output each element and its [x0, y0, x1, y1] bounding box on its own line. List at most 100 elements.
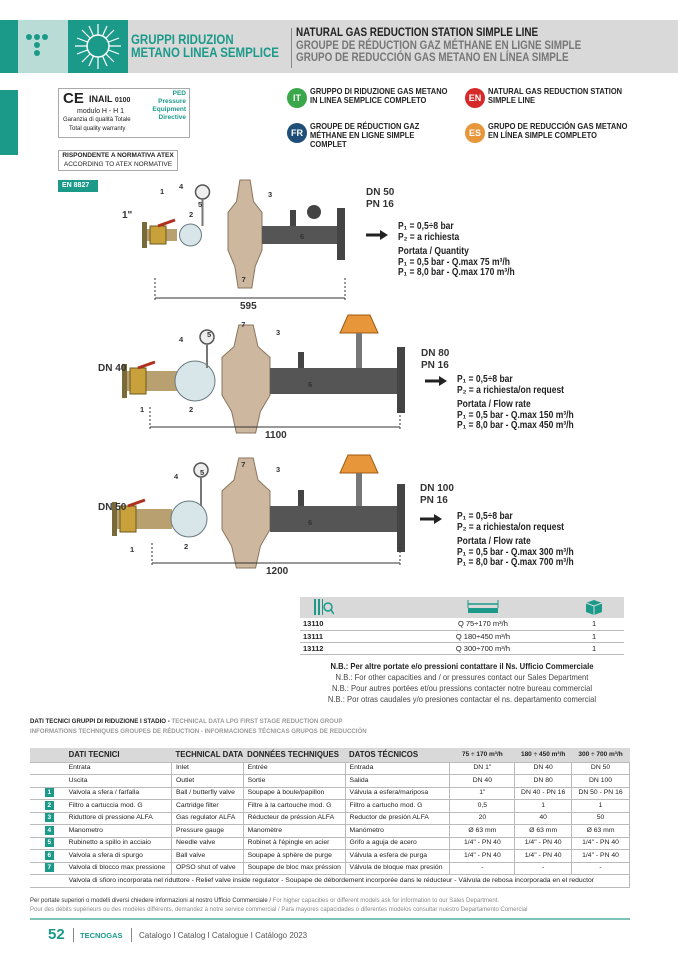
inlet-flange	[122, 364, 127, 398]
lang-line: EN LÍNEA SIMPLE COMPLETO	[488, 130, 597, 140]
tech-cell: Ø 63 mm	[514, 824, 573, 838]
tech-cell: Ø 63 mm	[571, 824, 630, 838]
footer-note-fr-es: Pour des débits supérieurs ou des modèle…	[30, 907, 528, 913]
tech-cell: OPSO shut of valve	[171, 861, 244, 875]
tech-cell: 50	[571, 811, 630, 825]
item-number: 1	[30, 786, 65, 800]
tech-cell: DN 80	[514, 774, 573, 788]
lang-line: SIMPLE LINE	[488, 95, 535, 105]
garanzia: Garanzia di qualità Totale	[63, 117, 131, 123]
callout-number: 6	[308, 380, 313, 389]
spec-line: P₁ = 8,0 bar - Q.max 450 m³/h	[457, 420, 574, 431]
outlet-flange	[397, 484, 405, 552]
tech-cell: DN 50	[571, 761, 630, 775]
tech-cell: 1	[514, 799, 573, 813]
spec-line: P₁ = 8,0 bar - Q.max 170 m³/h	[398, 267, 515, 278]
tech-cell: Entrata	[64, 761, 173, 775]
item-number-badge: 3	[44, 813, 54, 823]
item-number: 3	[30, 811, 65, 825]
code-cell: 13110	[300, 618, 402, 631]
outlet-dn: DN 80	[421, 348, 450, 359]
tech-cell: 1/4" - PN 40	[514, 836, 573, 850]
en-standard-badge: EN 8827	[58, 180, 98, 192]
footer-note-it: Per portate superiori o modelli diversi …	[30, 898, 273, 904]
pressure-regulator-icon	[221, 457, 271, 569]
capacity-cell: Q 180÷450 m³/h	[401, 630, 565, 643]
item-number-badge: 1	[44, 788, 54, 798]
opso-valve-icon	[339, 454, 379, 474]
page-header: GRUPPI RIDUZION METANO LINEA SEMPLICE NA…	[0, 20, 678, 73]
spec-line: P₁ = 0,5 bar - Q.max 150 m³/h	[457, 409, 574, 421]
divider	[73, 928, 74, 942]
spec-line: P₂ = a richiesta/on request	[457, 384, 565, 396]
lang-line: IN LINEA SEMPLICE COMPLETO	[310, 95, 427, 105]
tech-cell: Filtro a cartucho mod. G	[345, 799, 451, 813]
footer-note-line: Per portate superiori o modelli diversi …	[30, 897, 527, 906]
callout-number: 6	[300, 232, 305, 241]
note-it: N.B.: Per altre portate e/o pressioni co…	[330, 661, 594, 671]
brand-name: TECNOGAS	[80, 931, 123, 940]
modulo: modulo H - H 1	[77, 108, 125, 115]
item-number	[30, 761, 65, 775]
lang-line: GRUPPO DI RIDUZIONE GAS METANO	[310, 86, 448, 96]
inlet-size: DN 40	[98, 363, 127, 374]
outlet-pn: PN 16	[420, 495, 448, 506]
tech-cell: Soupape à sphère de purge	[243, 849, 346, 863]
callout-number: 7	[241, 275, 246, 284]
tech-cell: Ball / butterfly valve	[171, 786, 244, 800]
tech-cell: 1	[571, 799, 630, 813]
tech-cell: Valvola a sfera / farfalla	[64, 786, 173, 800]
filter-icon	[170, 500, 208, 538]
natural-gas-flame-icon	[68, 20, 128, 73]
divider	[291, 28, 292, 68]
callout-number: 4	[179, 335, 184, 344]
tech-cell: DN 50 - PN 16	[571, 786, 630, 800]
column-header: 180 ÷ 450 m³/h	[514, 748, 572, 762]
outlet-pipe	[270, 506, 397, 532]
column-header: DONNÉES TECHNIQUES	[243, 748, 346, 762]
column-header: DATI TECNICI	[64, 748, 172, 762]
inlet-flange	[142, 222, 147, 248]
item-number: 6	[30, 849, 65, 863]
tech-cell: Robinet à l'épingle en acier	[243, 836, 346, 850]
item-number-badge: 5	[44, 838, 54, 848]
lang-line: NATURAL GAS REDUCTION STATION	[488, 86, 623, 96]
tech-row-relief: Valvola di sfioro incorporata nel ridutt…	[30, 874, 630, 888]
callout-number: 6	[308, 518, 313, 527]
en-flag-icon: EN	[465, 88, 485, 108]
page-number: 52	[48, 926, 65, 943]
inail-label: INAIL 0100	[89, 95, 130, 105]
code-cell: 13111	[300, 630, 402, 643]
tech-cell: Válvula a esfera de purga	[345, 849, 451, 863]
divider	[131, 928, 132, 942]
note-en: N.B.: For other capacities and / or pres…	[335, 672, 589, 682]
ped-line: PED	[172, 90, 186, 97]
opso-valve-icon	[307, 205, 321, 219]
warranty: Total quality warranty	[69, 126, 126, 132]
callout-number: 7	[241, 320, 246, 329]
callout-number: 4	[174, 472, 179, 481]
inlet-size: DN 50	[98, 502, 127, 513]
tech-cell: -	[449, 861, 516, 875]
ce-mark: CE	[63, 90, 84, 107]
tech-cell: Réducteur de préssion ALFA	[243, 811, 346, 825]
tech-cell: Filtre à la cartouche mod. G	[243, 799, 346, 813]
title-line: METANO LINEA SEMPLICE	[131, 45, 279, 60]
column-header: TECHNICAL DATA	[171, 748, 244, 762]
spec-line: Portata / Flow rate	[457, 399, 531, 410]
item-number: 2	[30, 799, 65, 813]
